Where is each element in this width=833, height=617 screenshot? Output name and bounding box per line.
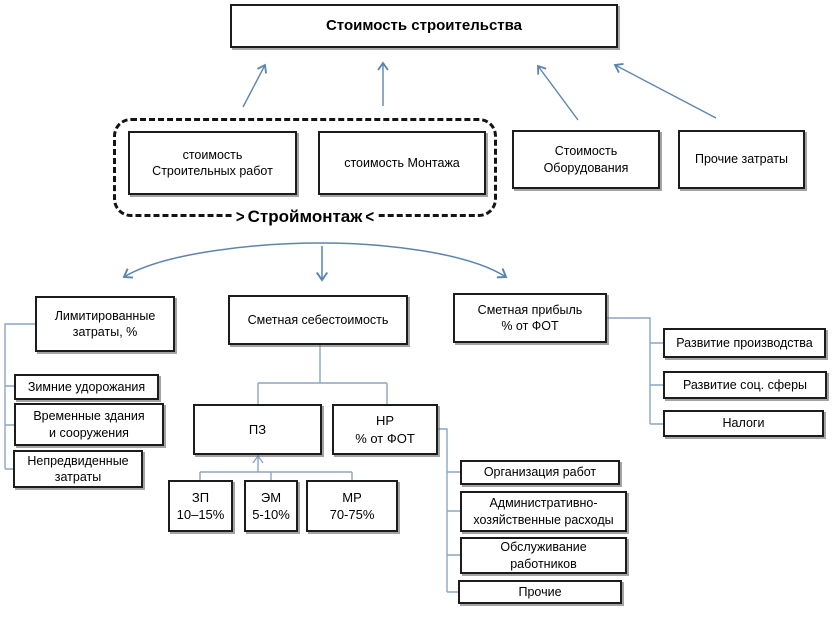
node-label: НР [375,413,395,429]
node-winter-cost-increase: Зимние удорожания [14,374,159,400]
node-label: Прочие затраты [694,152,788,167]
node-estimated-profit: Сметная прибыль % от ФОТ [453,293,607,343]
up-arrowhead-pz [252,454,264,464]
node-label: % от ФОТ [355,430,415,446]
node-label: Организация работ [483,465,597,480]
node-worker-services: Обслуживание работников [460,537,627,574]
node-label: Развитие производства [676,335,813,350]
node-label: МР [342,489,362,505]
node-pz: ПЗ [193,404,322,455]
node-social-development: Развитие соц. сферы [663,371,827,399]
node-estimated-prime-cost: Сметная себестоимость [228,295,408,345]
node-construction-works-cost: стоимость Строительных работ [128,131,297,195]
node-temporary-buildings: Временные здания и сооружения [14,403,164,446]
node-work-organization: Организация работ [460,460,620,485]
arrow-right-icon: > [235,207,245,227]
node-label: ЭМ [260,489,282,505]
node-label: стоимость [182,147,243,162]
node-zp: ЗП 10–15% [168,480,233,532]
label-stroymontazh: > Строймонтаж < [113,205,497,229]
node-label: затраты [54,470,102,484]
node-production-development: Развитие производства [663,328,826,358]
fan-arrows [122,242,508,282]
node-mr: МР 70-75% [306,480,398,532]
node-label: Непредвиденные [27,453,129,468]
node-construction-cost: Стоимость строительства [230,4,618,48]
node-label: 5-10% [252,507,290,522]
node-admin-expenses: Административно- хозяйственные расходы [460,491,627,532]
node-label: работников [510,556,577,571]
node-label: ЗП [191,489,210,505]
node-taxes: Налоги [663,410,824,437]
node-unforeseen-costs: Непредвиденные затраты [13,450,143,488]
node-label: Сметная прибыль [477,302,583,317]
tree-connectors [4,317,663,593]
node-label: Стоимость [554,144,618,158]
node-em: ЭМ 5-10% [244,480,298,532]
node-label: Зимние удорожания [27,379,146,394]
arrows-to-title [242,61,717,121]
node-label: Стоимость строительства [325,17,523,35]
arrow-left-icon: < [365,207,375,227]
node-label: стоимость Монтажа [344,155,460,170]
node-label: 10–15% [176,507,225,522]
node-label: Развитие соц. сферы [682,377,808,392]
stroymontazh-text: Строймонтаж [247,207,363,226]
node-other-costs: Прочие затраты [678,130,805,189]
node-label: Обслуживание [500,540,587,554]
node-label: хозяйственные расходы [473,512,614,527]
node-label: Временные здания [33,409,145,423]
node-label: Налоги [722,416,765,431]
node-label: Строительных работ [152,164,273,178]
node-label: Административно- [489,496,598,510]
node-limited-costs: Лимитированные затраты, % [35,296,175,352]
node-label: Оборудования [543,160,629,175]
node-nr: НР % от ФОТ [332,404,438,455]
node-label: 70-75% [329,507,375,522]
node-installation-cost: стоимость Монтажа [318,131,486,195]
node-label: % от ФОТ [501,319,559,333]
node-label: Лимитированные [54,308,156,323]
node-label: затраты, % [72,325,138,339]
node-equipment-cost: Стоимость Оборудования [512,130,660,189]
node-label: ПЗ [248,421,267,437]
node-label: Сметная себестоимость [247,312,389,327]
node-other: Прочие [458,580,622,604]
node-label: и сооружения [49,425,129,440]
node-label: Прочие [518,584,562,599]
